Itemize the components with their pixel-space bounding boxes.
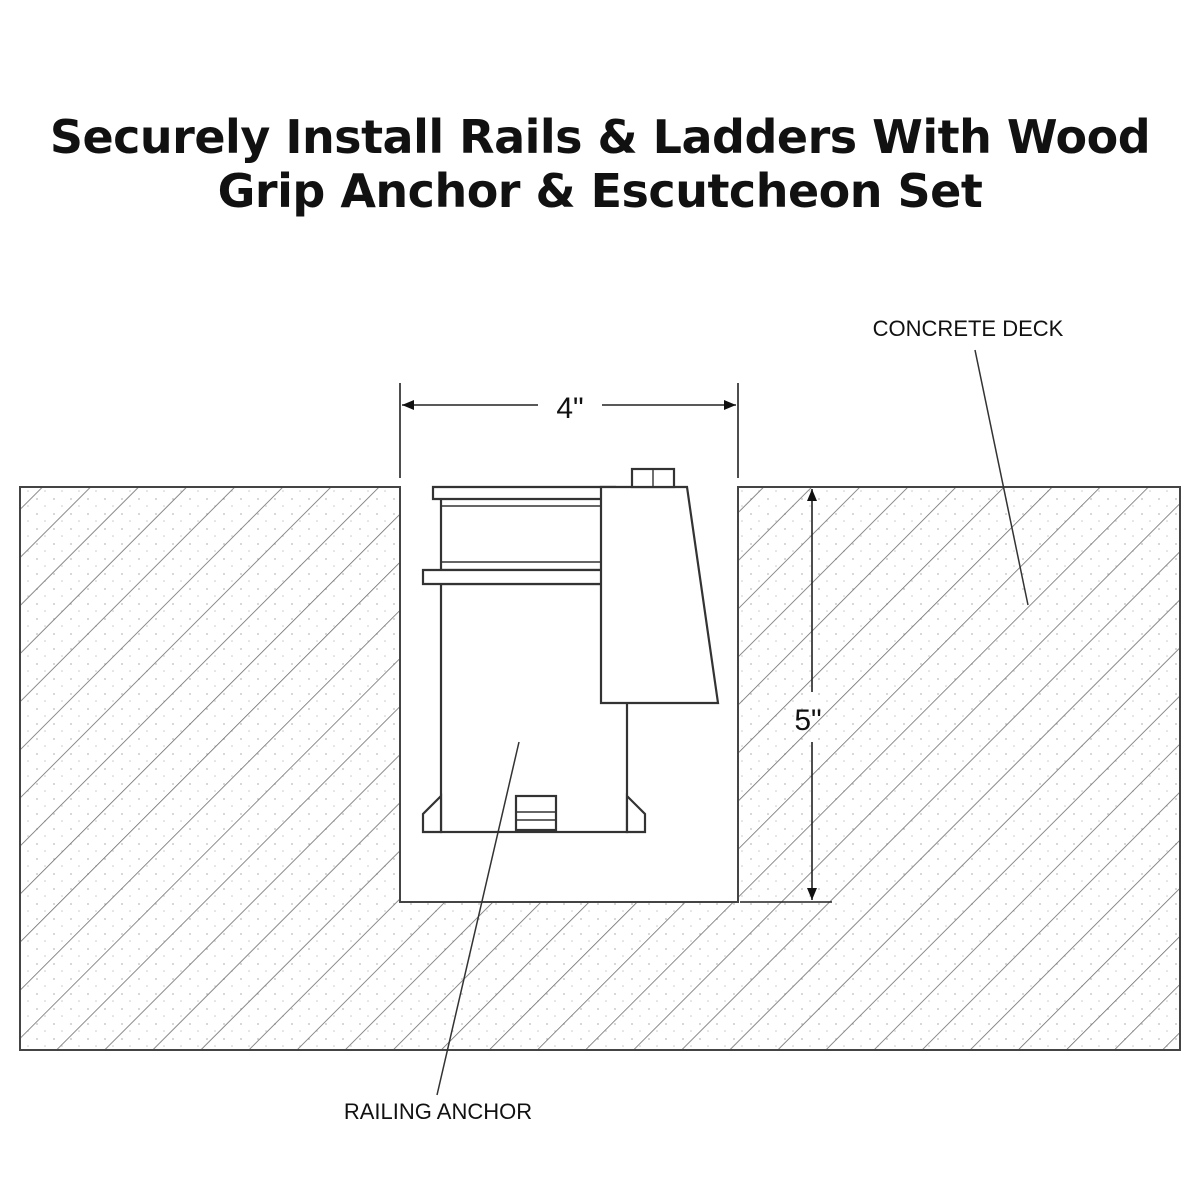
page-title: Securely Install Rails & Ladders With Wo… bbox=[0, 110, 1200, 218]
railing-anchor bbox=[421, 467, 720, 834]
title-line-2: Grip Anchor & Escutcheon Set bbox=[217, 164, 983, 218]
depth-label: 5" bbox=[794, 704, 821, 737]
width-dimension bbox=[399, 383, 739, 478]
title-line-1: Securely Install Rails & Ladders With Wo… bbox=[49, 110, 1151, 164]
width-label: 4" bbox=[556, 392, 583, 425]
concrete-deck bbox=[19, 486, 1181, 1051]
railing-anchor-label: RAILING ANCHOR bbox=[344, 1099, 532, 1124]
deck-leader-line bbox=[974, 349, 1029, 606]
concrete-deck-label: CONCRETE DECK bbox=[873, 316, 1064, 341]
depth-dimension bbox=[740, 489, 832, 903]
anchor-leader-line bbox=[436, 741, 520, 1096]
